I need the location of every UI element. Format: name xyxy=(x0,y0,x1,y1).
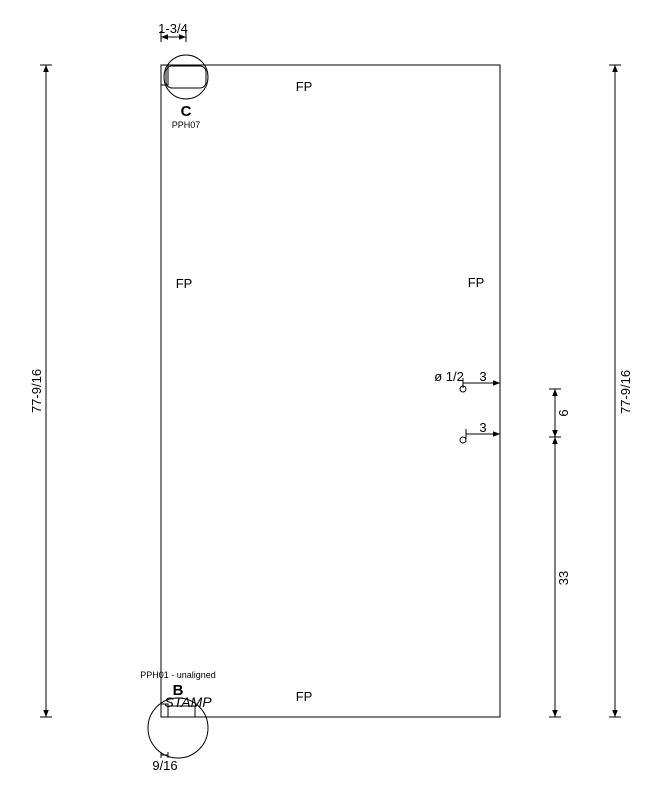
detail-c-circle xyxy=(163,54,209,100)
dim-hole-spacing: 6 xyxy=(549,388,571,438)
hole-1: ø 1/2 3 xyxy=(434,369,500,393)
detail-c-code: PPH07 xyxy=(172,120,201,130)
detail-c-letter: C xyxy=(181,103,192,120)
hole-dia-label: ø 1/2 xyxy=(434,369,464,384)
fp-top: FP xyxy=(296,79,313,94)
panel-outline xyxy=(160,64,501,718)
detail-b-code: PPH01 - unaligned xyxy=(140,670,216,680)
dim-left-height: 77-9/16 xyxy=(29,64,52,718)
dim-bottom-hole-height-label: 33 xyxy=(556,571,571,585)
detail-b-letter: B xyxy=(173,682,184,699)
detail-c-hinge xyxy=(165,65,207,89)
detail-b-circle xyxy=(147,697,209,759)
top-notch xyxy=(160,64,169,86)
dim-bottom-offset: 9/16 xyxy=(152,752,178,773)
dim-top-width: 1-3/4 xyxy=(158,21,188,42)
hole-2-offset-label: 3 xyxy=(479,420,486,435)
fp-left: FP xyxy=(176,276,193,291)
detail-b-hinge xyxy=(167,705,196,717)
hole-2: 3 xyxy=(459,420,500,444)
detail-c: C PPH07 xyxy=(163,54,209,130)
stamp-label: STAMP xyxy=(164,694,212,710)
dim-hole-spacing-label: 6 xyxy=(556,409,571,416)
dim-left-height-label: 77-9/16 xyxy=(29,369,44,413)
fp-bottom: FP xyxy=(296,689,313,704)
hole-1-offset-label: 3 xyxy=(479,369,486,384)
dim-right-height-label: 77-9/16 xyxy=(618,370,633,414)
dim-bottom-hole-height: 33 xyxy=(549,437,571,718)
dim-bottom-offset-label: 9/16 xyxy=(152,758,177,773)
fp-right: FP xyxy=(468,275,485,290)
dim-top-width-label: 1-3/4 xyxy=(158,21,188,36)
detail-b: PPH01 - unaligned B STAMP xyxy=(140,670,216,759)
dim-right-height: 77-9/16 xyxy=(609,64,633,718)
hole-2-circle xyxy=(459,436,467,444)
